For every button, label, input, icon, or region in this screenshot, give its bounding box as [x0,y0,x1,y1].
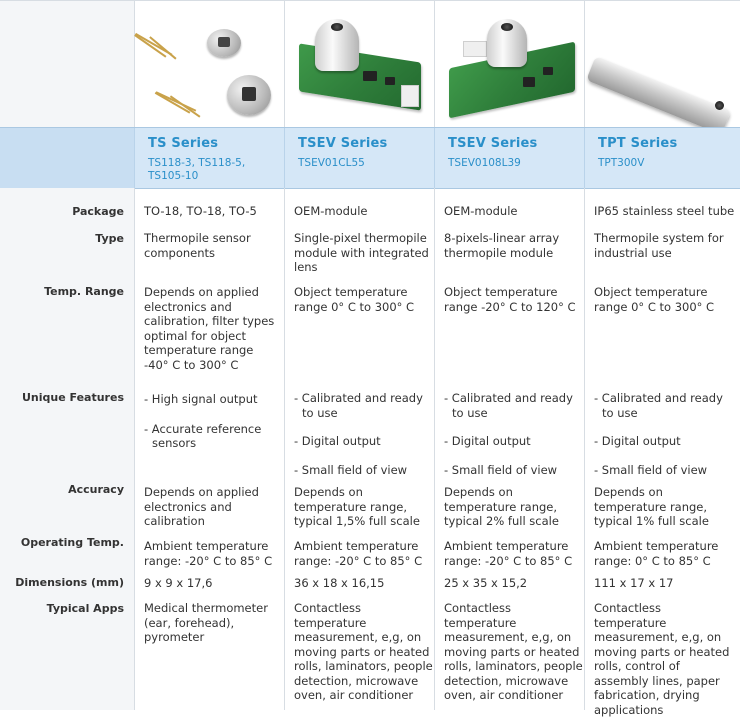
to-can-sensor-image [134,9,275,121]
row-label-temp-range: Temp. Range [44,285,124,298]
feature-item: - Calibrated and ready to use [594,391,723,420]
cell-accuracy-ts: Depends on applied electronics and calib… [144,485,259,528]
cell-type-tsev1: Single-pixel thermopile module with inte… [294,231,429,274]
feature-item: - Accurate reference sensors [144,421,262,451]
series-header-tsev-2: TSEV Series TSEV0108L39 [434,128,585,188]
column-divider [284,188,285,710]
cell-typical-apps-ts: Medical thermometer (ear, forehead), pyr… [144,601,268,644]
cell-typical-apps-tsev2: Contactless temperature measurement, e,g… [444,601,583,702]
product-image-row [0,0,740,135]
cell-accuracy-tsev1: Depends on temperature range, typical 1,… [294,485,420,528]
cell-unique-features-tsev2: - Calibrated and ready to use - Digital … [444,391,582,477]
series-header-row: TS Series TS118-3, TS118-5, TS105-10 TSE… [0,127,740,189]
cell-operating-temp-tsev1: Ambient temperature range: -20° C to 85°… [294,539,423,568]
column-divider [434,188,435,710]
cell-package-tsev2: OEM-module [444,204,518,218]
series-title: TPT Series [598,136,678,151]
cell-unique-features-ts: - High signal output - Accurate referenc… [144,392,280,451]
feature-item: - Digital output [594,434,681,448]
row-label-column [0,188,134,710]
series-title: TSEV Series [448,136,538,151]
feature-item: - Digital output [444,434,531,448]
row-label-unique-features: Unique Features [21,391,124,404]
series-header-tpt: TPT Series TPT300V [584,128,740,188]
series-models: TSEV0108L39 [448,157,521,169]
cell-temp-range-tsev1: Object temperature range 0° C to 300° C [294,285,415,314]
feature-item: - High signal output [144,392,258,406]
row-label-type: Type [95,232,124,245]
cell-type-tpt: Thermopile system for industrial use [594,231,724,260]
feature-item: - Calibrated and ready to use [294,391,423,420]
cell-dimensions-ts: 9 x 9 x 17,6 [144,576,213,590]
feature-item: - Calibrated and ready to use [444,391,573,420]
tsev0108l39-image [434,1,585,127]
series-title: TSEV Series [298,136,388,151]
cell-operating-temp-tsev2: Ambient temperature range: -20° C to 85°… [444,539,573,568]
column-divider [584,188,585,710]
cell-accuracy-tpt: Depends on temperature range, typical 1%… [594,485,709,528]
series-title: TS Series [148,136,219,151]
series-models: TSEV01CL55 [298,157,365,169]
row-labels: Package Type Temp. Range Unique Features… [0,0,134,710]
cell-operating-temp-tpt: Ambient temperature range: 0° C to 85° C [594,539,719,568]
cell-operating-temp-ts: Ambient temperature range: -20° C to 85°… [144,539,273,568]
cell-unique-features-tsev1: - Calibrated and ready to use - Digital … [294,391,432,477]
series-header-tsev-1: TSEV Series TSEV01CL55 [284,128,435,188]
cell-dimensions-tpt: 111 x 17 x 17 [594,576,674,590]
image-row-label-cell [0,1,134,127]
cell-accuracy-tsev2: Depends on temperature range, typical 2%… [444,485,559,528]
feature-item: - Digital output [294,434,381,448]
header-label-cell [0,128,134,188]
cell-temp-range-ts: Depends on applied electronics and calib… [144,285,275,372]
feature-item: - Small field of view [444,462,558,477]
series-header-ts: TS Series TS118-3, TS118-5, TS105-10 [134,128,285,188]
tsev01cl55-image [284,1,435,127]
cell-type-ts: Thermopile sensor components [144,231,251,260]
cell-dimensions-tsev2: 25 x 35 x 15,2 [444,576,528,590]
tpt300v-image [584,1,740,135]
series-models: TS118-3, TS118-5, TS105-10 [148,157,246,182]
row-label-dimensions: Dimensions (mm) [15,576,124,589]
row-label-typical-apps: Typical Apps [46,602,124,615]
cell-temp-range-tpt: Object temperature range 0° C to 300° C [594,285,715,314]
row-label-accuracy: Accuracy [68,483,124,496]
row-label-package: Package [72,205,124,218]
feature-item: - Small field of view [294,462,408,477]
cell-unique-features-tpt: - Calibrated and ready to use - Digital … [594,391,734,477]
cell-typical-apps-tpt: Contactless temperature measurement, e,g… [594,601,730,717]
array-module-image [443,15,579,119]
series-models: TPT300V [598,157,645,169]
ts-series-image [134,1,285,127]
column-divider [134,188,135,710]
row-label-operating-temp: Operating Temp. [20,536,124,549]
cell-typical-apps-tsev1: Contactless temperature measurement, e,g… [294,601,433,702]
cell-type-tsev2: 8-pixels-linear array thermopile module [444,231,560,260]
steel-tube-image [586,19,735,135]
cell-dimensions-tsev1: 36 x 18 x 16,15 [294,576,385,590]
cell-package-ts: TO-18, TO-18, TO-5 [144,204,257,218]
oem-module-image [293,15,429,115]
feature-item: - Small field of view [594,462,708,477]
cell-package-tsev1: OEM-module [294,204,368,218]
cell-temp-range-tsev2: Object temperature range -20° C to 120° … [444,285,576,314]
cell-package-tpt: IP65 stainless steel tube [594,204,735,218]
